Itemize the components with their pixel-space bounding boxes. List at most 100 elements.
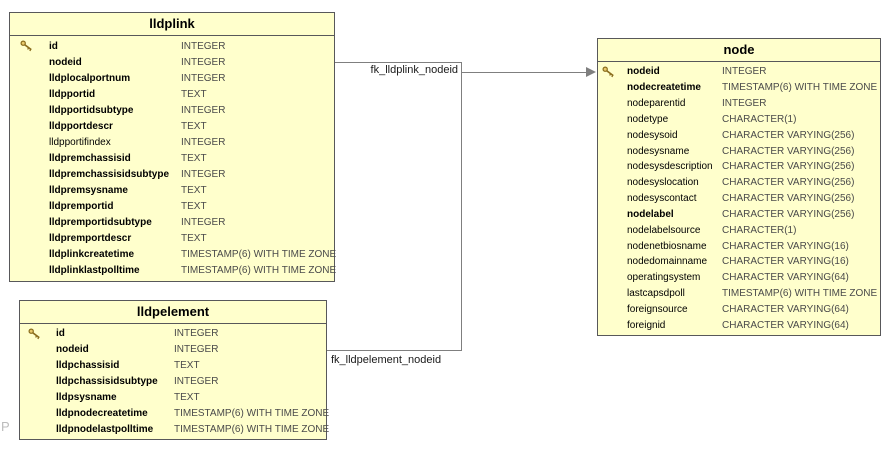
watermark-text: P bbox=[1, 419, 10, 434]
column-type: TIMESTAMP(6) WITH TIME ZONE bbox=[181, 249, 337, 261]
column-type: INTEGER bbox=[181, 104, 226, 116]
column-name: lldpportifindex bbox=[49, 136, 111, 148]
column-name: lldpchassisidsubtype bbox=[56, 376, 158, 387]
column-name: nodesysoid bbox=[627, 129, 678, 141]
column-name: nodecreatetime bbox=[627, 82, 701, 94]
column-name: nodeparentid bbox=[627, 98, 686, 110]
table-row: lldpportdescr TEXT bbox=[10, 118, 334, 134]
column-type: TIMESTAMP(6) WITH TIME ZONE bbox=[174, 407, 330, 419]
relationship-line-to-node bbox=[461, 72, 587, 73]
column-type: INTEGER bbox=[181, 40, 226, 52]
column-name: lldpremchassisidsubtype bbox=[49, 169, 170, 181]
column-name: nodelabelsource bbox=[627, 224, 701, 236]
column-type: INTEGER bbox=[181, 217, 226, 229]
table-row: lldpremportdescr TEXT bbox=[10, 231, 334, 247]
column-name: lastcapsdpoll bbox=[627, 288, 685, 299]
column-type: TEXT bbox=[181, 152, 207, 164]
column-type: TEXT bbox=[181, 233, 207, 245]
column-name: nodesysname bbox=[627, 145, 690, 157]
column-name: nodesysdescription bbox=[627, 161, 713, 173]
column-name: operatingsystem bbox=[627, 272, 701, 284]
column-name: lldpnodecreatetime bbox=[56, 407, 148, 419]
column-name: nodeid bbox=[49, 56, 82, 68]
column-type: TEXT bbox=[181, 120, 207, 132]
column-name: nodetype bbox=[627, 113, 669, 125]
column-type: TIMESTAMP(6) WITH TIME ZONE bbox=[722, 82, 878, 94]
table-row: lldpremchassisidsubtype INTEGER bbox=[10, 167, 334, 183]
column-name: nodesyslocation bbox=[627, 177, 699, 189]
column-name: foreignsource bbox=[627, 303, 688, 315]
column-type: INTEGER bbox=[181, 169, 226, 181]
column-type: TEXT bbox=[181, 185, 207, 197]
column-type: CHARACTER VARYING(256) bbox=[722, 129, 855, 141]
column-name: lldplinklastpolltime bbox=[49, 265, 140, 277]
column-type: INTEGER bbox=[174, 344, 219, 356]
column-type: INTEGER bbox=[722, 98, 767, 110]
column-name: lldpremchassisid bbox=[49, 152, 131, 164]
table-row: nodesysoid CHARACTER VARYING(256) bbox=[598, 127, 880, 143]
table-row: nodetype CHARACTER(1) bbox=[598, 111, 880, 127]
table-row: lldpremchassisid TEXT bbox=[10, 150, 334, 166]
column-name: lldpportid bbox=[49, 88, 96, 100]
table-row: lldpportid TEXT bbox=[10, 86, 334, 102]
column-name: nodedomainname bbox=[627, 256, 708, 268]
table-row: lldpnodecreatetime TIMESTAMP(6) WITH TIME… bbox=[20, 405, 330, 421]
primary-key-icon bbox=[10, 40, 49, 52]
column-type: TEXT bbox=[181, 88, 207, 100]
table-row: nodesysdescription CHARACTER VARYING(256) bbox=[598, 159, 880, 175]
table-row: nodesyscontact CHARACTER VARYING(256) bbox=[598, 191, 880, 207]
column-type: CHARACTER VARYING(256) bbox=[722, 208, 855, 220]
column-type: CHARACTER VARYING(256) bbox=[722, 161, 855, 173]
relationship-line-lldpelement-horizontal bbox=[327, 350, 461, 351]
table-row: lldpchassisidsubtype INTEGER bbox=[20, 374, 326, 390]
column-name: lldpremportdescr bbox=[49, 233, 132, 245]
table-title-lldpelement: lldpelement bbox=[20, 301, 326, 324]
column-type: CHARACTER VARYING(16) bbox=[722, 240, 849, 252]
column-type: TIMESTAMP(6) WITH TIME ZONE bbox=[174, 423, 330, 435]
table-row: nodesysname CHARACTER VARYING(256) bbox=[598, 143, 880, 159]
relationship-line-vertical-junction bbox=[461, 62, 462, 351]
primary-key-icon bbox=[598, 66, 627, 78]
column-type: INTEGER bbox=[722, 66, 767, 78]
column-type: CHARACTER VARYING(256) bbox=[722, 145, 855, 157]
column-type: CHARACTER VARYING(16) bbox=[722, 256, 849, 268]
column-name: lldpchassisid bbox=[56, 360, 120, 372]
column-type: CHARACTER VARYING(64) bbox=[722, 303, 849, 315]
table-row: nodecreatetime TIMESTAMP(6) WITH TIME ZON… bbox=[598, 80, 880, 96]
column-type: CHARACTER(1) bbox=[722, 113, 797, 125]
column-name: id bbox=[56, 328, 65, 340]
column-name: lldpremportidsubtype bbox=[49, 217, 152, 229]
column-type: INTEGER bbox=[174, 328, 219, 340]
column-type: CHARACTER VARYING(256) bbox=[722, 193, 855, 205]
table-title-lldplink: lldplink bbox=[10, 13, 334, 36]
column-type: INTEGER bbox=[174, 376, 219, 387]
fk-label-lldplink-nodeid: fk_lldplink_nodeid bbox=[370, 64, 458, 76]
column-type: CHARACTER VARYING(64) bbox=[722, 319, 849, 331]
table-row: id INTEGER bbox=[20, 326, 326, 342]
table-row: nodeparentid INTEGER bbox=[598, 96, 880, 112]
column-name: nodesyscontact bbox=[627, 193, 697, 205]
column-name: lldpportdescr bbox=[49, 120, 113, 132]
column-type: INTEGER bbox=[181, 72, 226, 84]
column-type: TEXT bbox=[174, 391, 200, 403]
